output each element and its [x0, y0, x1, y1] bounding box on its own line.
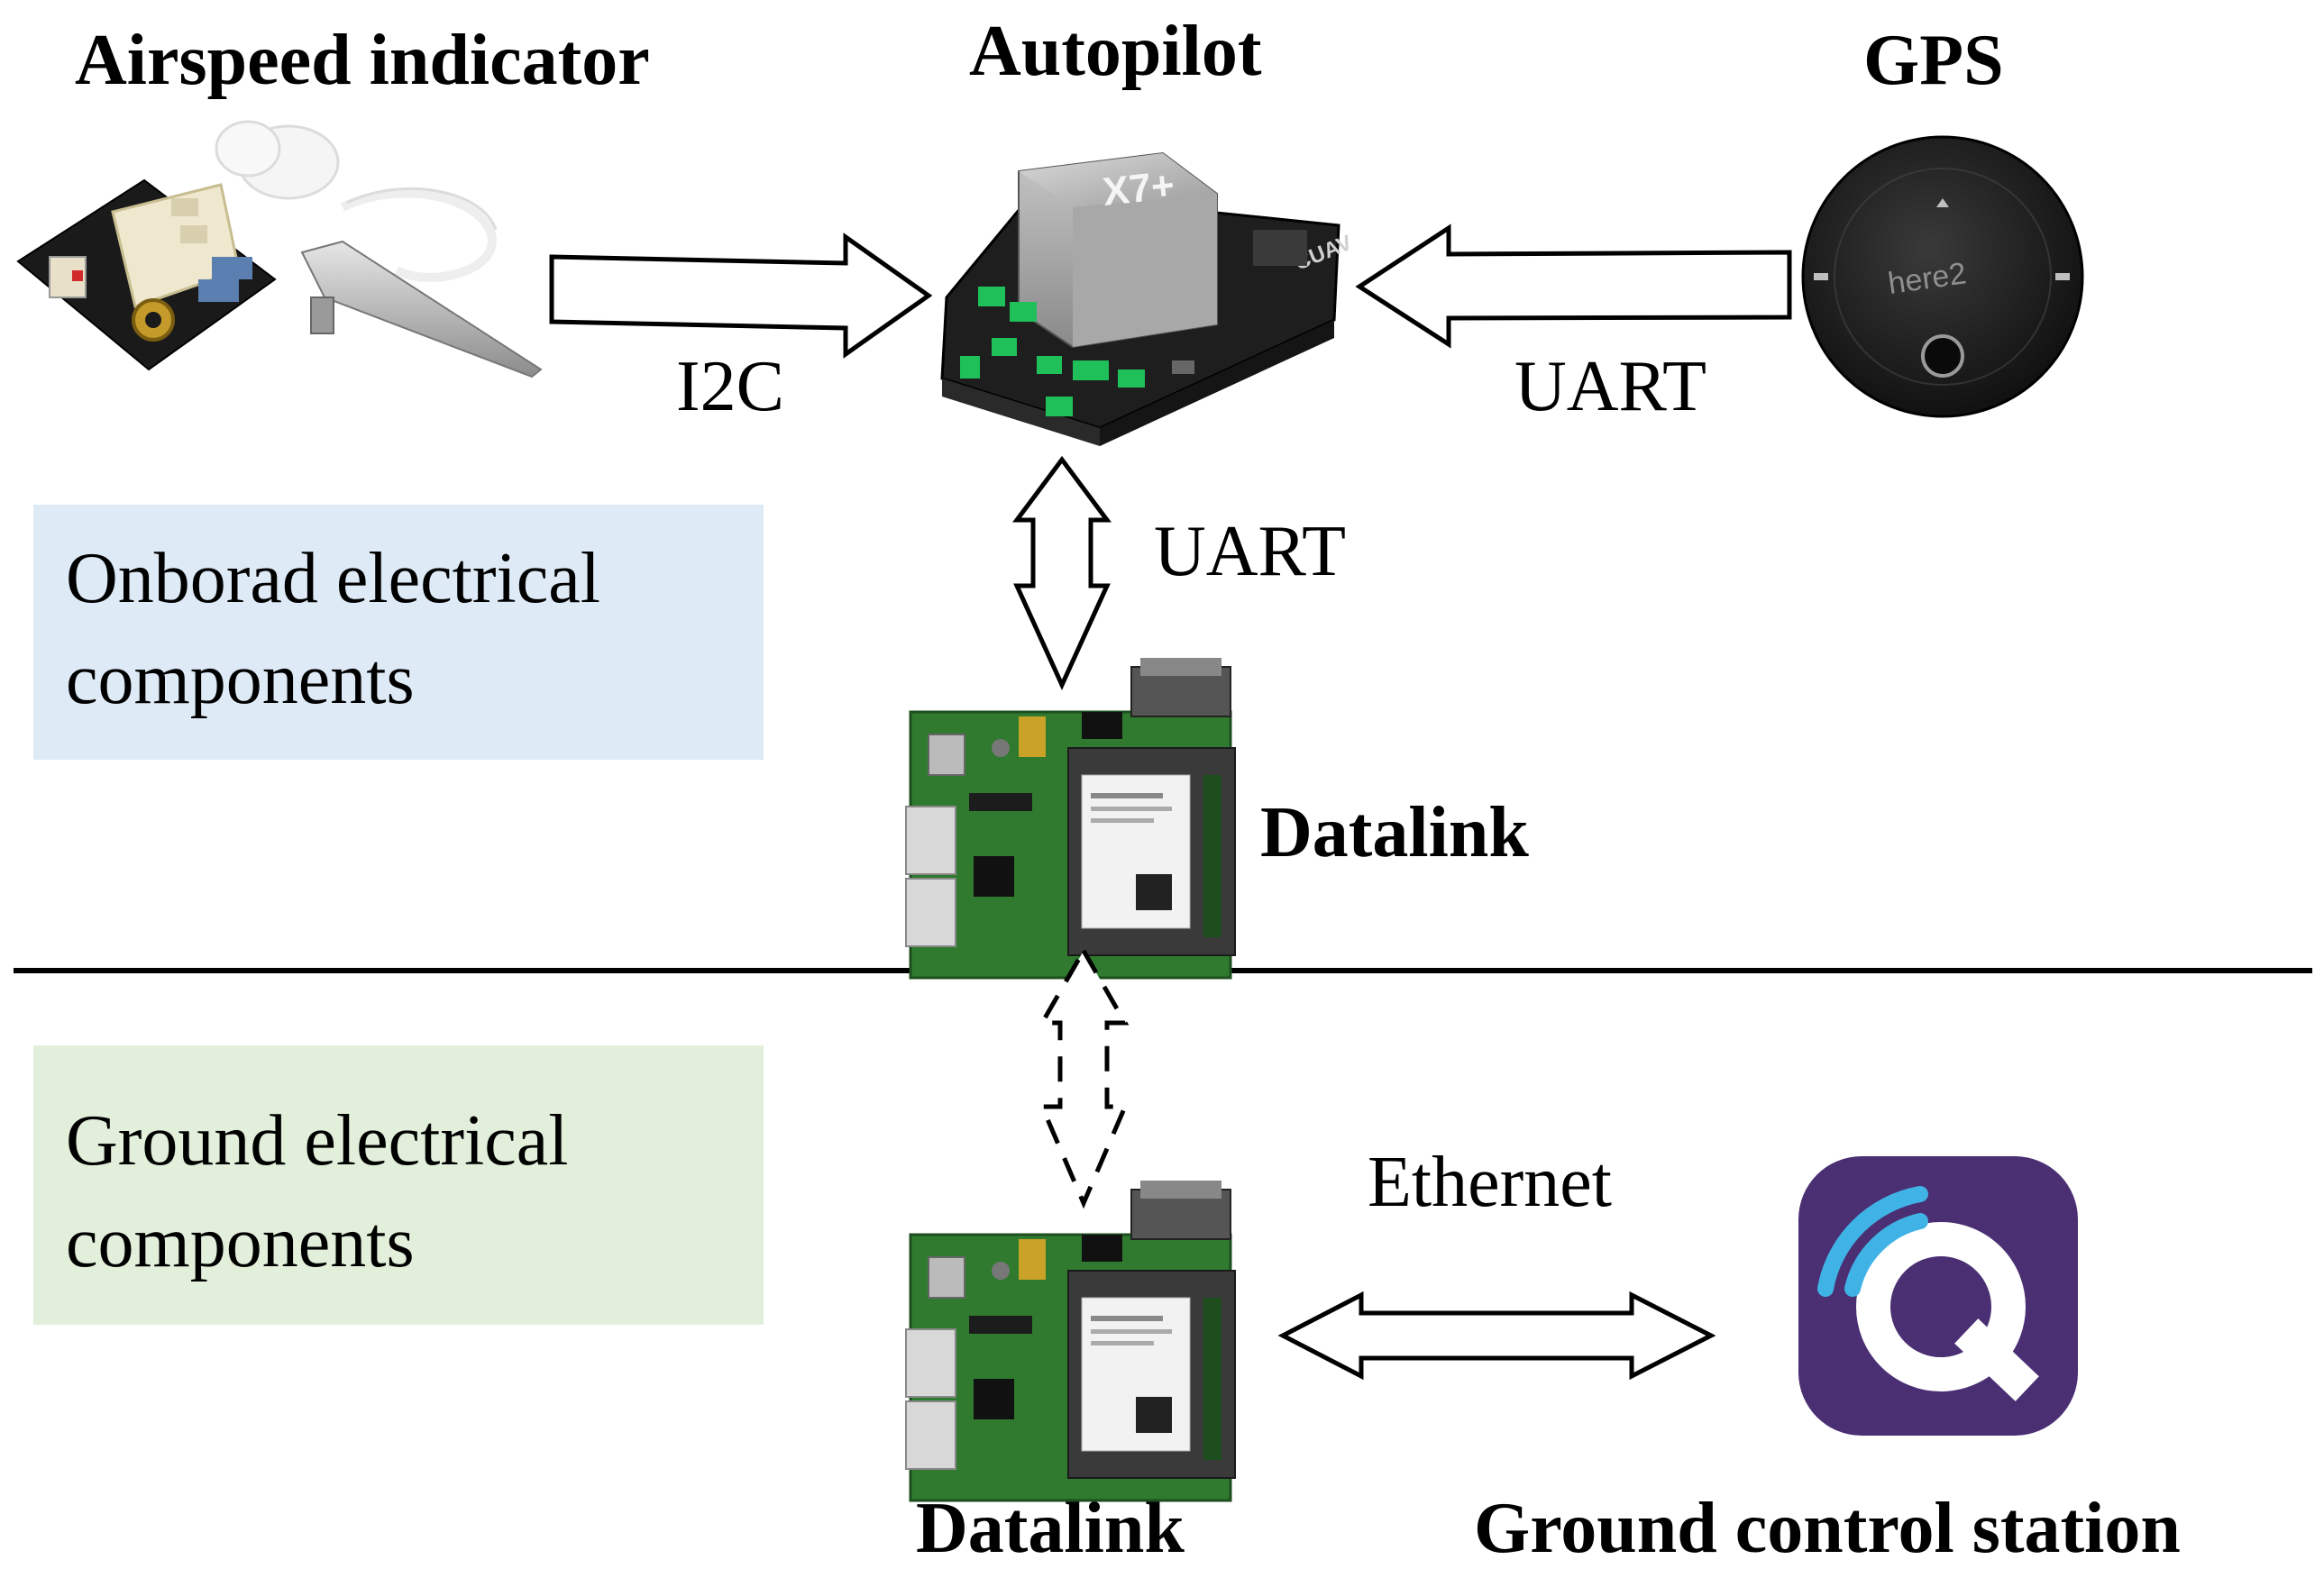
ethernet-label: Ethernet — [1368, 1143, 1612, 1222]
airspeed-sensor-icon — [16, 120, 340, 371]
autopilot-datalink-uart-arrow — [1012, 455, 1112, 691]
pitot-tube-icon — [300, 187, 543, 379]
airspeed-title: Airspeed indicator — [75, 21, 650, 100]
datalink-ground-title: Datalink — [916, 1489, 1185, 1568]
onboard-region — [33, 505, 764, 760]
i2c-label: I2C — [676, 347, 784, 426]
datalink-ground-board-icon — [904, 1179, 1237, 1502]
i2c-arrow — [549, 233, 933, 359]
gps-uart-label: UART — [1514, 347, 1706, 426]
ethernet-arrow — [1277, 1291, 1716, 1381]
autopilot-marking: X7+ — [1101, 163, 1176, 214]
onboard-label-line2: components — [66, 640, 415, 719]
gps-title: GPS — [1863, 21, 2004, 100]
ground-region — [33, 1045, 764, 1325]
datalink-onboard-board-icon — [904, 656, 1237, 980]
wireless-datalink-arrow — [1038, 945, 1130, 1209]
datalink-onboard-title: Datalink — [1260, 793, 1529, 872]
autopilot-device-icon: X7+ CUAV — [940, 151, 1356, 446]
autopilot-uart-label: UART — [1154, 512, 1346, 591]
gps-device-icon: here2 — [1801, 135, 2084, 418]
ground-label-line1: Ground electrical — [66, 1101, 569, 1181]
gps-uart-arrow — [1355, 223, 1792, 349]
ground-station-app-icon — [1798, 1156, 2078, 1436]
onboard-label-line1: Onborad electrical — [66, 539, 600, 618]
autopilot-title: Autopilot — [969, 12, 1262, 91]
ground-label-line2: components — [66, 1203, 415, 1282]
ground-station-title: Ground control station — [1474, 1489, 2181, 1568]
